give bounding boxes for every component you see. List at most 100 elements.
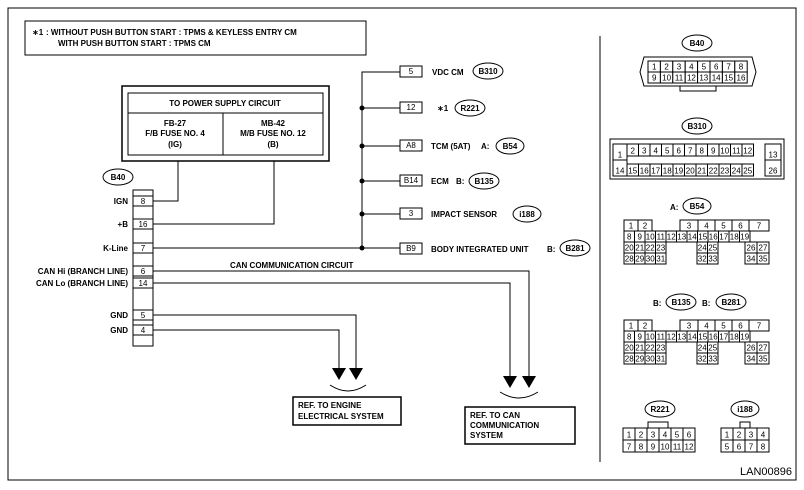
wire-gnd-4	[153, 329, 340, 368]
pin-number: 8	[627, 333, 632, 342]
pin-number: 4	[689, 63, 694, 72]
pin-cell	[741, 143, 754, 157]
pin-number: 10	[662, 74, 671, 83]
pin-number: 23	[656, 244, 665, 253]
unit-connector: B135	[474, 177, 494, 186]
pin-cell	[756, 252, 770, 265]
pin-number: 4	[704, 222, 709, 231]
pin-number: 12	[743, 147, 752, 156]
pin-number: 29	[635, 355, 644, 364]
b40-pin-b: +B 16	[118, 218, 154, 230]
pin-number: 15	[724, 74, 733, 83]
pin-number: 26	[747, 244, 756, 253]
arrow-down-icon	[503, 376, 517, 388]
pin-number: 11	[657, 333, 666, 342]
pin-number: 3	[677, 63, 682, 72]
pin-number: 25	[708, 344, 717, 353]
pin-number: 9	[638, 233, 643, 242]
arrow-down-icon	[332, 368, 346, 380]
pin-number: 32	[698, 255, 707, 264]
unit-label: ECM	[431, 177, 449, 186]
connector-label: B310	[687, 122, 707, 131]
fuse-left-type: (IG)	[168, 140, 182, 149]
pin-number: 4	[704, 322, 709, 331]
svg-text:B40: B40	[111, 173, 126, 182]
pin-number: 6	[737, 443, 742, 452]
pin-number: 1	[629, 222, 634, 231]
junction-dot	[359, 105, 365, 111]
pin-number-8: 8	[141, 197, 146, 206]
pin-number: 8	[739, 63, 744, 72]
pin-cell	[756, 439, 770, 453]
unit-label: IMPACT SENSOR	[431, 210, 497, 219]
pin-cell	[655, 252, 667, 265]
diagram-frame	[7, 7, 797, 481]
unit-prefix: A:	[481, 142, 489, 151]
pin-number: 22	[646, 344, 655, 353]
pin-cell	[655, 352, 667, 365]
pin-number: 6	[738, 222, 743, 231]
pin-number: 11	[675, 74, 684, 83]
pin-number: 1	[652, 63, 657, 72]
pin-number: 13	[677, 333, 686, 342]
wire-kline-bus	[153, 71, 400, 249]
pin-number: 8	[627, 233, 632, 242]
can-circuit-label: CAN COMMUNICATION CIRCUIT	[230, 261, 354, 270]
unit-label: ∗1	[437, 104, 449, 113]
unit-pin-number: 12	[407, 103, 416, 112]
pin-number-4: 4	[141, 326, 146, 335]
pin-number: 20	[686, 167, 695, 176]
fuse-left-name: F/B FUSE NO. 4	[145, 129, 205, 138]
pin-number: 1	[725, 431, 730, 440]
pin-number: 15	[698, 233, 707, 242]
pin-number: 21	[635, 344, 644, 353]
wire-ign	[153, 161, 179, 202]
unit-pin-number: B14	[404, 176, 419, 185]
b40-pin-can-hi: CAN Hi (BRANCH LINE) 6	[38, 265, 154, 277]
wire-plus-b	[153, 161, 275, 225]
b40-pin-ign: IGN 8	[114, 195, 154, 207]
pin-name-gnd-5: GND	[110, 311, 128, 320]
connector-label: B135	[671, 298, 691, 307]
pin-name-kline: K-Line	[103, 244, 128, 253]
fuse-left-code: FB-27	[164, 119, 187, 128]
pin-number-7: 7	[141, 244, 146, 253]
pin-number: 21	[635, 244, 644, 253]
note-star-mark: ∗1	[32, 28, 44, 37]
pin-number: 20	[625, 344, 634, 353]
unit-prefix: B:	[456, 177, 464, 186]
ref-engine-line-2: ELECTRICAL SYSTEM	[298, 412, 384, 421]
pin-number-5: 5	[141, 311, 146, 320]
pin-cell	[748, 219, 770, 232]
can-arrows	[499, 376, 539, 399]
pin-number: 6	[687, 431, 692, 440]
arrow-down-icon	[349, 368, 363, 380]
junction-dot	[359, 245, 365, 251]
pin-name-can-hi: CAN Hi (BRANCH LINE)	[38, 267, 129, 276]
pin-number: 8	[700, 147, 705, 156]
ref-can-line-2: COMMUNICATION	[470, 421, 539, 430]
connector-prefix: B:	[702, 299, 710, 308]
pin-number: 16	[709, 233, 718, 242]
power-supply-title: TO POWER SUPPLY CIRCUIT	[169, 99, 281, 108]
pin-number: 4	[663, 431, 668, 440]
pin-number: 35	[759, 255, 768, 264]
pin-number: 5	[702, 63, 707, 72]
pin-number: 5	[675, 431, 680, 440]
ref-engine-box: REF. TO ENGINE ELECTRICAL SYSTEM	[292, 396, 402, 426]
pin-number: 10	[661, 443, 670, 452]
pin-number: 6	[738, 322, 743, 331]
junction-dot	[359, 178, 365, 184]
unit-label: TCM (5AT)	[431, 142, 471, 151]
pin-number: 17	[719, 233, 728, 242]
pin-number: 14	[688, 333, 697, 342]
pin-number: 9	[638, 333, 643, 342]
pin-number: 16	[737, 74, 746, 83]
pin-number: 3	[687, 322, 692, 331]
pin-number: 7	[688, 147, 693, 156]
pin-number: 18	[730, 333, 739, 342]
pin-name-b: +B	[118, 220, 129, 229]
note-line-1: : WITHOUT PUSH BUTTON START : TPMS & KEY…	[46, 28, 297, 37]
unit-label: BODY INTEGRATED UNIT	[431, 245, 529, 254]
